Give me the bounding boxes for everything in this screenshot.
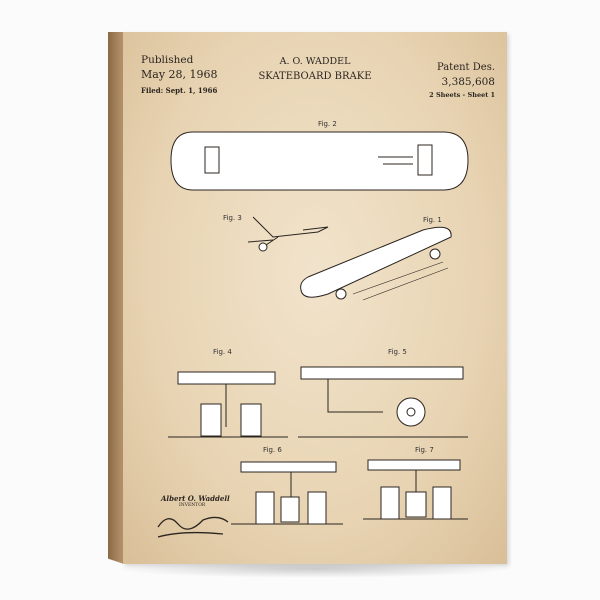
fig1-label: Fig. 1 bbox=[423, 216, 442, 224]
fig4-label: Fig. 4 bbox=[213, 348, 232, 356]
patent-title: SKATEBOARD BRAKE bbox=[258, 71, 372, 82]
fig2-board bbox=[170, 131, 469, 191]
fig3-label: Fig. 3 bbox=[223, 214, 242, 222]
fig2-label: Fig. 2 bbox=[318, 120, 337, 128]
signature-scribble bbox=[157, 516, 229, 538]
floor-shadow bbox=[112, 560, 512, 578]
inventor-label: INVENTOR bbox=[179, 503, 206, 508]
fig4-deck bbox=[177, 371, 276, 385]
inventor-heading: A. O. WADDEL bbox=[279, 56, 351, 67]
fig2-truck-left bbox=[204, 146, 220, 174]
fig3-mechanism bbox=[247, 216, 329, 248]
fig5-deck bbox=[300, 366, 464, 380]
fig2-brake bbox=[378, 156, 413, 165]
fig6-deck bbox=[240, 461, 337, 473]
patent-drawing: Fig. 2 Fig. 3 Fig. 1 Fig. 4 Fig. 5 Fig. … bbox=[157, 120, 469, 538]
sheet-info: 2 Sheets - Sheet 1 bbox=[429, 91, 495, 99]
inventor-name: Albert O. Waddell bbox=[161, 494, 230, 503]
fig5-label: Fig. 5 bbox=[388, 348, 407, 356]
filed-date: Filed: Sept. 1, 1966 bbox=[141, 86, 218, 95]
published-date: May 28, 1968 bbox=[141, 68, 218, 81]
fig7-deck bbox=[367, 459, 461, 471]
patent-number: 3,385,608 bbox=[441, 76, 495, 88]
fig6-label: Fig. 6 bbox=[263, 446, 282, 454]
patent-label: Patent Des. bbox=[436, 62, 495, 73]
published-label: Published bbox=[141, 54, 194, 66]
canvas-side-edge bbox=[108, 32, 124, 564]
fig7-label: Fig. 7 bbox=[415, 446, 434, 454]
fig1-board bbox=[300, 226, 452, 298]
canvas-print: Published May 28, 1968 Filed: Sept. 1, 1… bbox=[123, 32, 507, 564]
fig2-truck-right bbox=[417, 144, 433, 176]
